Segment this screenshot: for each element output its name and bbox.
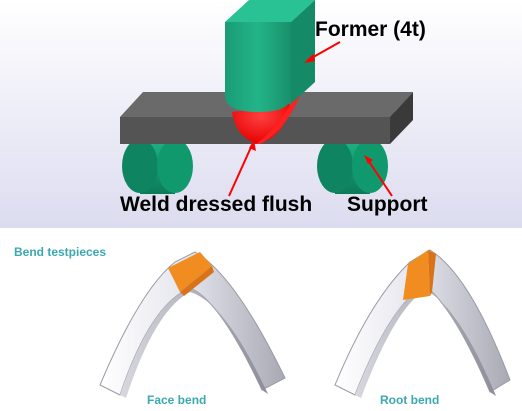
face-bend-label: Face bend: [147, 393, 207, 407]
weld-label: Weld dressed flush: [120, 193, 313, 216]
weld-arrow: [228, 140, 256, 197]
former-arrow: [304, 41, 341, 63]
support-label: Support: [347, 193, 428, 216]
root-bend-weld: [403, 250, 430, 300]
bend-testpieces-illustration: [99, 249, 511, 398]
face-bend-specimen: [99, 251, 286, 398]
face-bend-weld: [168, 252, 212, 292]
root-bend-label: Root bend: [380, 393, 440, 407]
former-label: Former (4t): [315, 18, 426, 41]
root-bend-specimen: [334, 249, 511, 398]
former: [225, 0, 315, 112]
weld-bead: [232, 104, 290, 144]
bend-testpieces-title: Bend testpieces: [14, 245, 107, 259]
support-arrow: [364, 155, 393, 197]
diagram-background: [0, 0, 522, 228]
